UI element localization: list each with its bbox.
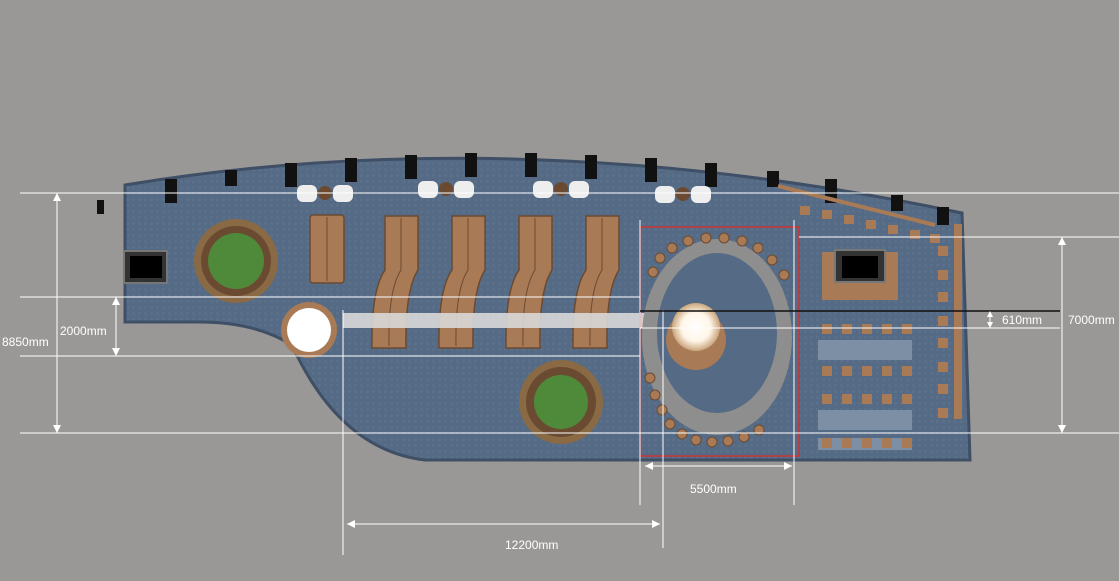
window-mullion (97, 200, 104, 214)
window-mullions (97, 153, 949, 225)
chair (844, 215, 854, 224)
dimension-lines (20, 192, 1119, 555)
chair (862, 324, 872, 334)
chair (862, 394, 872, 404)
chair (822, 438, 832, 448)
window-mullion (891, 195, 903, 211)
chair (938, 362, 948, 372)
window-mullion (345, 158, 357, 182)
planter-top (194, 219, 278, 303)
chair (882, 438, 892, 448)
planter-bottom (519, 360, 603, 444)
chair (842, 366, 852, 376)
wall-chairs (938, 246, 948, 418)
lounge-chairs (297, 181, 711, 203)
window-mullion (165, 179, 177, 203)
counter (954, 224, 962, 419)
chair (902, 366, 912, 376)
chair (938, 316, 948, 326)
chair (882, 324, 892, 334)
chair (866, 220, 876, 229)
chair (842, 324, 852, 334)
chair (822, 324, 832, 334)
dim-label-right-depth: 7000mm (1068, 313, 1115, 327)
circular-feature (642, 239, 792, 435)
table (818, 340, 912, 360)
chair (888, 225, 898, 234)
chair (800, 206, 810, 215)
window-mullion (465, 153, 477, 177)
dim-label-total-depth: 8850mm (2, 335, 49, 349)
chair (862, 438, 872, 448)
chair (902, 394, 912, 404)
chair (910, 230, 920, 239)
chair (930, 234, 940, 243)
dining-chairs (822, 324, 912, 448)
window-mullion (285, 163, 297, 187)
chair (902, 438, 912, 448)
dim-label-bench-run: 12200mm (505, 538, 558, 552)
window-mullion (585, 155, 597, 179)
window-mullion (645, 158, 657, 182)
window-chairs (800, 206, 940, 243)
window-mullion (767, 171, 779, 187)
chair (938, 292, 948, 302)
chair (938, 246, 948, 256)
table (818, 410, 912, 430)
dimension-arrows (53, 193, 1066, 528)
light-strip (343, 313, 663, 328)
window-mullion (525, 153, 537, 177)
chair (882, 366, 892, 376)
chair (822, 394, 832, 404)
stools (644, 232, 790, 448)
chair-pair (533, 181, 589, 198)
chair-pair (418, 181, 474, 198)
window-mullion (405, 155, 417, 179)
chair (842, 394, 852, 404)
chair (842, 438, 852, 448)
dim-label-feature-width: 5500mm (690, 482, 737, 496)
window-mullion (937, 207, 949, 225)
dim-label-aisle-width: 2000mm (60, 324, 107, 338)
chair (938, 338, 948, 348)
chair (862, 366, 872, 376)
dim-label-offset: 610mm (1002, 313, 1042, 327)
round-light-left (281, 302, 337, 358)
chair (882, 394, 892, 404)
chair (822, 366, 832, 376)
tv-lounge (822, 249, 898, 300)
chair (822, 210, 832, 219)
chair (938, 384, 948, 394)
chair-pair (655, 186, 711, 203)
window-mullion (705, 163, 717, 187)
chair (902, 324, 912, 334)
chair (938, 408, 948, 418)
window-mullion (225, 170, 237, 186)
chair (938, 270, 948, 280)
